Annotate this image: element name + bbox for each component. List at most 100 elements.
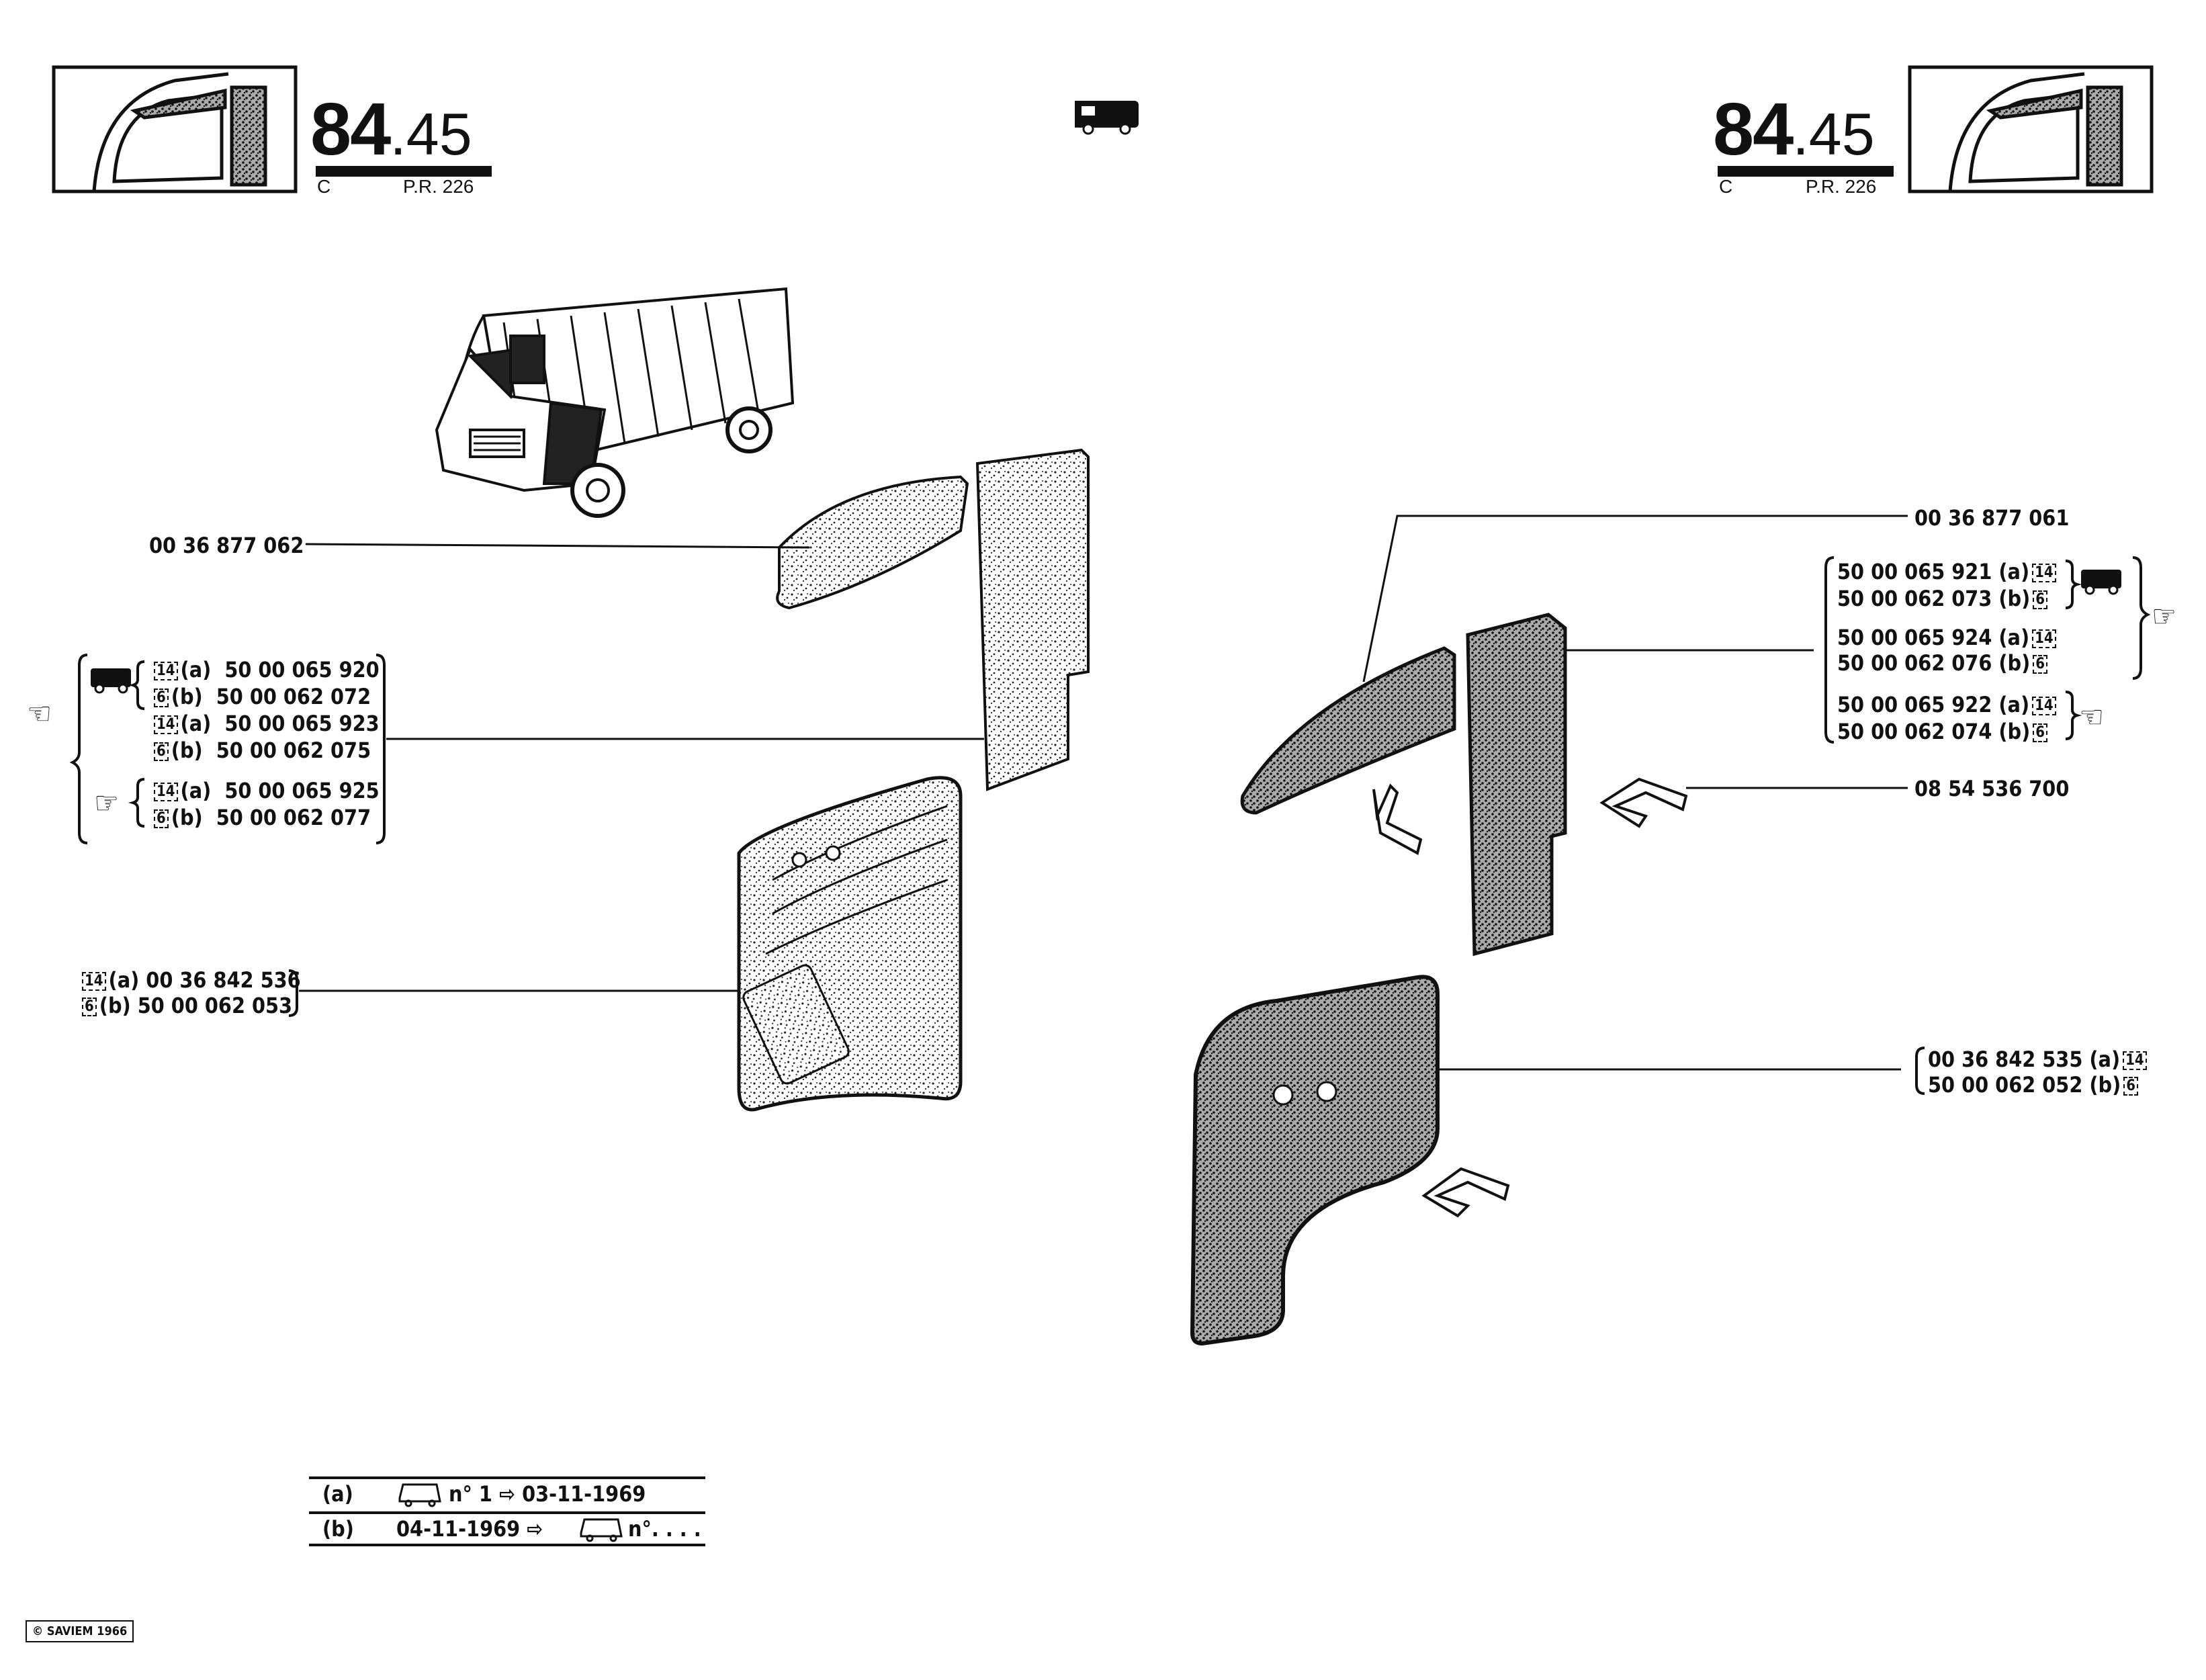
- copyright-mark: © SAVIEM 1966: [26, 1620, 134, 1642]
- part-number: 50 00 062 072: [216, 684, 371, 709]
- part-number: 00 36 842 536: [146, 967, 301, 993]
- page-number-main: 84: [310, 88, 391, 171]
- part-ref-row: 14(a) 50 00 065 920: [151, 657, 380, 682]
- part-ref-row: 50 00 065 921 (a)14: [1837, 559, 2059, 584]
- part-number: 50 00 065 922: [1837, 692, 1992, 717]
- part-number: 50 00 065 920: [224, 657, 380, 682]
- variant-code: (a): [180, 657, 212, 682]
- part-ref-row: 50 00 065 924 (a)14: [1837, 625, 2059, 650]
- variant-tag: 6: [2033, 655, 2048, 674]
- page-number-sub: .45: [390, 101, 472, 167]
- variant-tag: 6: [154, 809, 169, 828]
- ref-right: P.R. 226: [1806, 176, 1877, 197]
- variant-tag: 6: [2033, 590, 2048, 609]
- part-ref-row: 14(a) 50 00 065 923: [151, 711, 380, 736]
- part-number: 50 00 065 921: [1837, 559, 1992, 584]
- page-number-sub: .45: [1792, 101, 1875, 167]
- header-bar-left: [316, 166, 492, 177]
- variant-tag: 6: [2123, 1077, 2139, 1096]
- truck-illustration: [435, 287, 795, 518]
- variant-code: (a): [1998, 625, 2030, 650]
- legend-key-b: (b): [322, 1516, 354, 1542]
- part-ref-row: 14(a) 50 00 065 925: [151, 778, 380, 803]
- part-number: 50 00 062 074: [1837, 719, 1992, 744]
- variant-code: (b): [1998, 586, 2031, 611]
- variant-code: (a): [1998, 692, 2030, 717]
- part-ref-upper-trim-right: 00 36 877 061: [1914, 505, 2070, 531]
- variant-code: (b): [171, 684, 203, 709]
- variant-tag: 6: [154, 689, 169, 707]
- page-number-right: 84.45: [1713, 93, 1875, 167]
- part-ref-row: 50 00 062 076 (b)6: [1837, 650, 2050, 676]
- variant-code: (a): [1998, 559, 2030, 584]
- part-number: 50 00 065 925: [224, 778, 380, 803]
- page-number-main: 84: [1713, 88, 1794, 171]
- ref-left: P.R. 226: [403, 176, 474, 197]
- upper-quarter-trim-left: [776, 475, 969, 610]
- door-trim-right: [1190, 975, 1440, 1346]
- variant-tag: 6: [154, 742, 169, 761]
- clip-right-icon: [1599, 777, 1688, 828]
- variant-code: (b): [1998, 719, 2031, 744]
- legend-text-b: 04-11-1969 ⇨: [396, 1516, 543, 1542]
- vertical-panel-left: [975, 448, 1090, 791]
- variant-tag: 14: [2032, 564, 2056, 582]
- variant-code: (b): [171, 805, 203, 830]
- variant-code: (a): [108, 967, 140, 993]
- variant-code: (a): [180, 778, 212, 803]
- part-number: 00 36 842 535: [1928, 1047, 2083, 1072]
- part-number: 50 00 065 923: [224, 711, 380, 736]
- variant-tag: 14: [2123, 1051, 2147, 1070]
- variant-tag: 6: [82, 998, 97, 1016]
- pointing-hand-left-icon: ☜: [2079, 699, 2105, 735]
- part-number: 50 00 062 053: [137, 993, 293, 1018]
- variant-code: (a): [2089, 1047, 2121, 1072]
- variant-code: (b): [171, 738, 203, 763]
- variant-code: (b): [1998, 650, 2031, 676]
- page-number-left: 84.45: [310, 93, 472, 167]
- variant-tag: 6: [2033, 723, 2048, 742]
- variant-tag: 14: [2032, 697, 2056, 715]
- van-outline-icon-legend: [398, 1483, 623, 1542]
- clip-bottom-icon: [1421, 1167, 1510, 1218]
- part-number: 50 00 062 073: [1837, 586, 1992, 611]
- part-ref-row: 6(b) 50 00 062 072: [151, 684, 371, 709]
- part-number: 50 00 062 076: [1837, 650, 1992, 676]
- part-ref-row: 14(a) 00 36 842 536: [79, 967, 301, 993]
- pointing-hand-left-icon: ☜: [27, 695, 52, 732]
- legend-text-a: n° 1 ⇨ 03-11-1969: [449, 1481, 646, 1507]
- part-ref-row: 50 00 062 052 (b)6: [1928, 1072, 2141, 1098]
- leader-lines: [299, 515, 1908, 1071]
- variant-tag: 14: [2032, 629, 2056, 648]
- pointing-hand-right-icon: ☞: [2152, 598, 2177, 634]
- variant-tag: 14: [154, 662, 178, 680]
- door-trim-left: [737, 776, 963, 1112]
- variant-tag: 14: [82, 972, 106, 991]
- van-icon-right-group: [2081, 570, 2121, 595]
- variant-tag: 14: [154, 715, 178, 734]
- variant-code: (a): [180, 711, 212, 736]
- clip-left-icon: [1372, 783, 1423, 855]
- series-right: C: [1719, 176, 1733, 197]
- series-left: C: [317, 176, 331, 197]
- part-ref-row: 00 36 842 535 (a)14: [1928, 1047, 2150, 1072]
- braces-right: [1824, 556, 2151, 1095]
- vertical-panel-right: [1466, 613, 1567, 957]
- variant-code: (b): [99, 993, 131, 1018]
- part-ref-row: 6(b) 50 00 062 075: [151, 738, 371, 763]
- cab-door-icon-right: [1908, 65, 2154, 193]
- braces-left: [69, 654, 386, 1017]
- part-number: 50 00 062 077: [216, 805, 371, 830]
- part-number: 50 00 065 924: [1837, 625, 1992, 650]
- header-bar-right: [1718, 166, 1894, 177]
- part-number: 50 00 062 075: [216, 738, 371, 763]
- cab-door-icon-left: [52, 65, 298, 193]
- upper-quarter-trim-right: [1240, 646, 1456, 815]
- part-ref-row: 6(b) 50 00 062 077: [151, 805, 371, 830]
- van-icon-left-group: [91, 668, 131, 694]
- part-ref-row: 50 00 062 074 (b)6: [1837, 719, 2050, 744]
- part-ref-upper-trim-left: 00 36 877 062: [149, 533, 304, 558]
- part-number: 50 00 062 052: [1928, 1072, 2083, 1098]
- part-ref-row: 50 00 062 073 (b)6: [1837, 586, 2050, 611]
